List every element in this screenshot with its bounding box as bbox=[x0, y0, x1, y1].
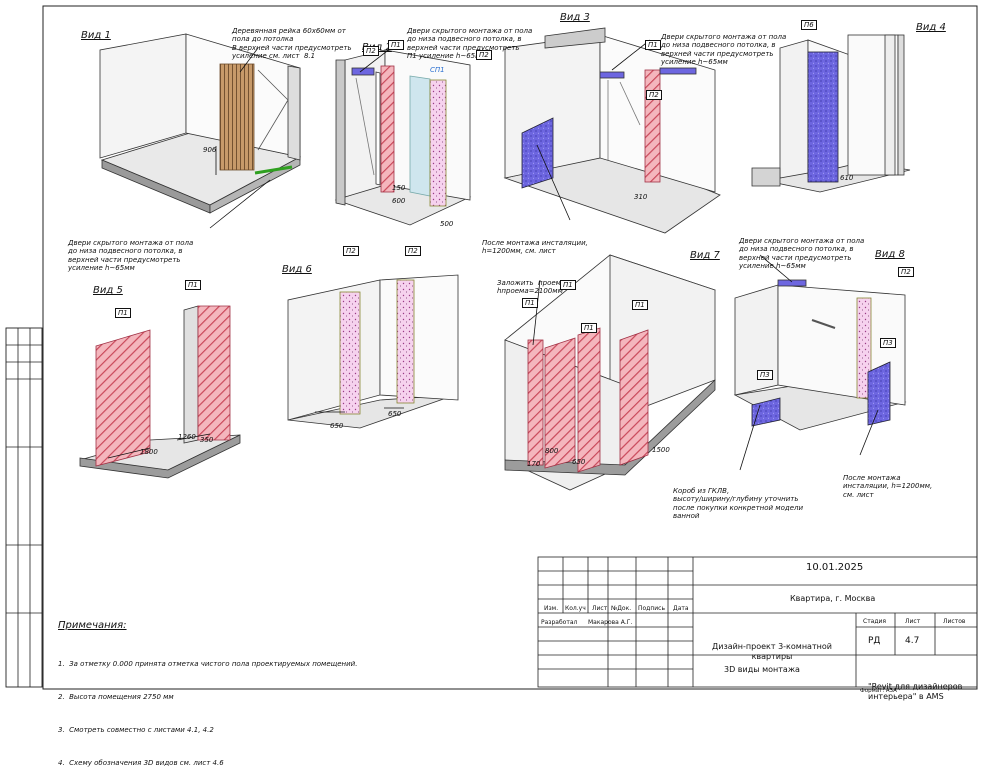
dim-v7-d: 1500 bbox=[652, 446, 670, 454]
view-4-drawing bbox=[751, 34, 911, 193]
dim-v5-c: 350 bbox=[200, 436, 214, 444]
view-label-3: Вид 3 bbox=[560, 12, 590, 23]
callout-box-v7: Короб из ГКЛВ,высоту/ширину/глубину уточ… bbox=[673, 486, 804, 521]
tb-date: 10.01.2025 bbox=[806, 562, 864, 573]
notes-list: 1. За отметку 0.000 принята отметка чист… bbox=[58, 637, 357, 780]
tb-object: Квартира, г. Москва bbox=[790, 594, 876, 603]
tb-developer: Макарова А.Г. bbox=[588, 619, 633, 626]
view-label-7: Вид 7 bbox=[690, 250, 720, 261]
tb-stage-label: Стадия bbox=[863, 618, 887, 625]
title-block bbox=[537, 556, 978, 688]
note-item: 2. Высота помещения 2750 мм bbox=[58, 693, 174, 701]
view-label-4: Вид 4 bbox=[916, 22, 946, 33]
tb-h-list: Лист bbox=[592, 605, 608, 612]
dim-v2-c: 500 bbox=[440, 220, 454, 228]
notes-title: Примечания: bbox=[58, 620, 127, 631]
note-item: 3. Смотреть совместно с листами 4.1, 4.2 bbox=[58, 726, 214, 734]
tb-h-date: Дата bbox=[673, 605, 689, 612]
tb-sheet-label: Лист bbox=[905, 618, 921, 625]
dim-v7-b: 650 bbox=[572, 458, 586, 466]
tag-p1-v7a: П1 bbox=[522, 298, 538, 309]
view-6-drawing bbox=[287, 274, 459, 429]
leader-lines bbox=[107, 39, 879, 471]
view-2-drawing bbox=[334, 49, 472, 226]
dim-v3: 310 bbox=[634, 193, 648, 201]
note-item: 1. За отметку 0.000 принята отметка чист… bbox=[58, 660, 358, 668]
dim-v6-b: 650 bbox=[388, 410, 402, 418]
dim-v1: 906 bbox=[203, 146, 217, 154]
tb-h-izm: Изм. bbox=[544, 605, 559, 612]
tag-p1-v5b: П1 bbox=[185, 280, 201, 291]
tag-p3-v8b: П3 bbox=[757, 370, 773, 381]
view-1-drawing bbox=[99, 33, 302, 214]
drawing-sheet bbox=[5, 5, 978, 690]
tag-p1-v5a: П1 bbox=[115, 308, 131, 319]
tb-h-koluch: Кол.уч bbox=[565, 605, 586, 612]
tb-sheet-title: 3D виды монтажа bbox=[724, 665, 800, 674]
view-7-drawing bbox=[504, 254, 716, 491]
tag-p1-v7b: П1 bbox=[560, 280, 576, 291]
dim-v4: 610 bbox=[840, 174, 854, 182]
dim-v2-b: 600 bbox=[392, 197, 406, 205]
tb-sheets-label: Листов bbox=[943, 618, 966, 625]
view-3-drawing bbox=[503, 27, 721, 234]
tag-p2-v6b: П2 bbox=[405, 246, 421, 257]
tag-p3-v8a: П3 bbox=[880, 338, 896, 349]
tag-p2-v6a: П2 bbox=[343, 246, 359, 257]
view-label-1: Вид 1 bbox=[81, 30, 111, 41]
view-label-8: Вид 8 bbox=[875, 249, 905, 260]
tag-p1-v2: П1 bbox=[388, 40, 404, 51]
tag-cp1: СП1 bbox=[430, 66, 445, 74]
tag-p2-v3: П2 bbox=[646, 90, 662, 101]
dim-v5-b: 1260 bbox=[178, 433, 196, 441]
tag-p1-v7c: П1 bbox=[581, 323, 597, 334]
dim-v7-a: 800 bbox=[545, 447, 559, 455]
view-8-drawing bbox=[733, 279, 907, 431]
tb-format: Формат: А3А bbox=[860, 688, 897, 694]
tag-p1-v3: П1 bbox=[645, 40, 661, 51]
callout-install-v3: После монтажа инсталяции,h=1200мм, см. л… bbox=[482, 238, 588, 256]
dim-v2-a: 150 bbox=[392, 184, 406, 192]
tb-developed-label: Разработал bbox=[541, 619, 578, 626]
tag-p2-v2: П2 bbox=[363, 46, 379, 57]
dim-v7-c: 170 bbox=[527, 460, 541, 468]
tb-sheet: 4.7 bbox=[905, 636, 920, 646]
tb-h-doc: №Док. bbox=[611, 605, 632, 612]
view-label-6: Вид 6 bbox=[282, 264, 312, 275]
note-item: 4. Схему обозначения 3D видов см. лист 4… bbox=[58, 759, 224, 767]
tb-h-sign: Подпись bbox=[638, 605, 665, 612]
left-stamp bbox=[5, 327, 43, 688]
view-label-5: Вид 5 bbox=[93, 285, 123, 296]
tag-p6-v4: П6 bbox=[801, 20, 817, 31]
tag-p1-v7d: П1 bbox=[632, 300, 648, 311]
dim-v6-a: 650 bbox=[330, 422, 344, 430]
tag-p2-v2b: П2 bbox=[476, 50, 492, 61]
dim-v5-a: 1800 bbox=[140, 448, 158, 456]
tb-stage: РД bbox=[868, 636, 881, 646]
view-5-drawing bbox=[79, 305, 241, 479]
tag-p2-v8: П2 bbox=[898, 267, 914, 278]
